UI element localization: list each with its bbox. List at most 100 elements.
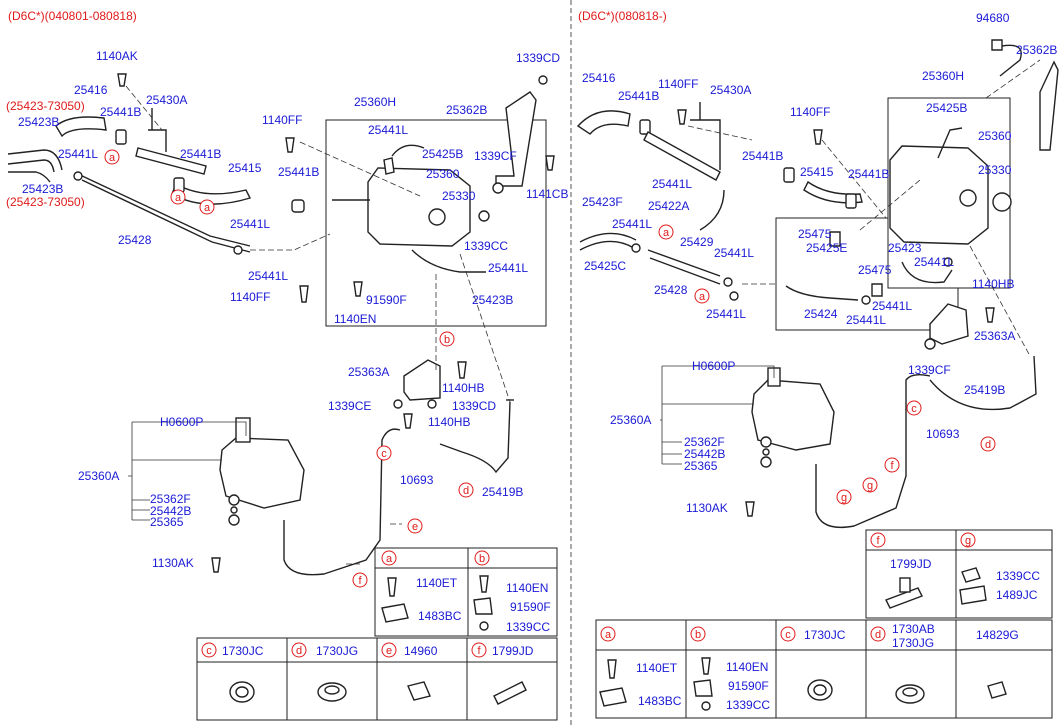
inset-a-bolt	[387, 577, 397, 597]
legend-c-key: c	[201, 642, 217, 658]
right-label-25360H: 25360H	[922, 69, 964, 83]
svg-text:c: c	[911, 403, 917, 415]
left-label-25430A: 25430A	[146, 93, 187, 107]
right-reservoir-cap	[959, 189, 977, 207]
legend-b-label-91590F: 91590F	[728, 679, 769, 693]
svg-text:f: f	[890, 460, 894, 472]
right-hose-25424	[785, 285, 859, 301]
left-label-10693: 10693	[400, 473, 434, 487]
right-label-25425C: 25425C	[584, 259, 626, 273]
right-hose-10693	[815, 373, 931, 529]
left-callout-e: e	[407, 518, 423, 534]
left-label-25441L-e: 25441L	[488, 261, 528, 275]
left-legend: c d e f 1730JC 1730JG 14960 1799JD	[196, 637, 558, 721]
right-label-25360: 25360	[978, 129, 1012, 143]
left-label-91590F: 91590F	[366, 293, 407, 307]
svg-text:b: b	[695, 629, 701, 641]
svg-text:e: e	[386, 645, 392, 657]
left-bracket-25363A	[403, 359, 441, 401]
left-label-25425B: 25425B	[422, 147, 463, 161]
right-clamp-25441B-a	[639, 119, 651, 135]
left-nut-1339CF	[492, 182, 504, 194]
right-label-25423: 25423	[888, 241, 922, 255]
right-dash-1	[687, 125, 753, 141]
right-callout-d: d	[980, 436, 996, 452]
left-cap-25362F	[228, 494, 240, 506]
right-callout-c: c	[906, 400, 922, 416]
right-clip-25441L-e	[943, 257, 953, 267]
svg-text:a: a	[204, 202, 211, 214]
left-bolt-1140EN	[353, 281, 363, 297]
inset-b-key: b	[474, 550, 490, 566]
left-clip-25441L-b	[233, 245, 243, 255]
left-bolt-1140HB-a	[457, 361, 467, 379]
legend-f-key: f	[471, 642, 487, 658]
right-sub-box	[775, 217, 959, 331]
right-inset-fg: f g 1799JD 1339CC 1489JC	[865, 529, 1053, 619]
right-label-1130AK: 1130AK	[686, 501, 728, 515]
left-reservoir-25360A	[219, 437, 305, 509]
left-callout-b: b	[439, 331, 455, 347]
clamp-14960-icon	[407, 681, 431, 701]
legend-d-key: d	[870, 626, 886, 642]
right-label-25441B-b: 25441B	[742, 149, 783, 163]
right-label-25441L-f: 25441L	[872, 299, 912, 313]
right-bracket-25362B	[1039, 60, 1059, 151]
svg-text:g: g	[965, 535, 971, 547]
legend-a-clip	[599, 687, 627, 707]
right-label-25429: 25429	[680, 235, 714, 249]
legend-e-part: 14829G	[976, 628, 1019, 642]
right-tube-25429-a	[647, 249, 721, 277]
inset-a-label-1140ET: 1140ET	[416, 576, 458, 590]
right-label-25441L-b: 25441L	[612, 217, 652, 231]
right-label-25330: 25330	[978, 163, 1012, 177]
left-callout-a-3: a	[199, 199, 215, 215]
left-callout-a-2: a	[170, 189, 186, 205]
left-label-1140FF-a: 1140FF	[262, 113, 302, 127]
left-bolt-1140FF-b	[299, 285, 309, 303]
svg-text:a: a	[175, 192, 182, 204]
right-bracket-25430A	[690, 102, 721, 170]
left-label-25360H: 25360H	[354, 95, 396, 109]
right-cap-25365	[760, 456, 772, 468]
legend-e-key: e	[381, 642, 397, 658]
left-label-25419B: 25419B	[482, 485, 523, 499]
svg-text:a: a	[663, 227, 670, 239]
right-cap-25330	[992, 192, 1012, 212]
left-label-25423B-bot: 25423B	[22, 182, 63, 196]
right-header: (D6C*)(080818-)	[578, 9, 667, 23]
right-reservoir	[889, 145, 989, 245]
inset-b-nut	[479, 621, 489, 631]
right-label-25360A: 25360A	[610, 413, 651, 427]
right-label-25425B: 25425B	[926, 101, 967, 115]
inset-b-grommet	[473, 597, 493, 615]
legend-d-key: d	[291, 642, 307, 658]
left-label-1339CD: 1339CD	[452, 399, 496, 413]
svg-text:f: f	[876, 535, 880, 547]
inset-a-clip	[381, 603, 409, 623]
svg-text:c: c	[381, 448, 387, 460]
left-label-1339CC: 1339CC	[464, 239, 508, 253]
right-label-25441L-g: 25441L	[846, 313, 886, 327]
right-sensor-94680	[991, 39, 1003, 51]
left-label-25423B-mid: 25423B	[472, 293, 513, 307]
right-clip-25441L-d	[729, 291, 739, 301]
right-label-25362B: 25362B	[1016, 43, 1057, 57]
right-callout-a-1: a	[658, 224, 674, 240]
left-label-25363A: 25363A	[348, 365, 389, 379]
right-hose-25423F-1	[579, 232, 637, 243]
left-label-25441B-c: 25441B	[278, 165, 319, 179]
legend-a-label-1140ET: 1140ET	[636, 661, 678, 675]
right-label-25442B: 25442B	[684, 447, 725, 461]
right-label-25430A: 25430A	[710, 83, 751, 97]
left-callout-d: d	[458, 482, 474, 498]
left-label-1141CB: 1141CB	[526, 187, 568, 201]
left-nut-1339CD	[427, 399, 437, 409]
left-label-1140EN: 1140EN	[334, 312, 376, 326]
left-bolt-1140AK	[117, 73, 127, 87]
left-label-25360A: 25360A	[78, 469, 119, 483]
left-hose-25423B-3	[8, 171, 51, 183]
right-leader-25360A	[660, 366, 754, 464]
right-label-25425E: 25425E	[806, 241, 847, 255]
